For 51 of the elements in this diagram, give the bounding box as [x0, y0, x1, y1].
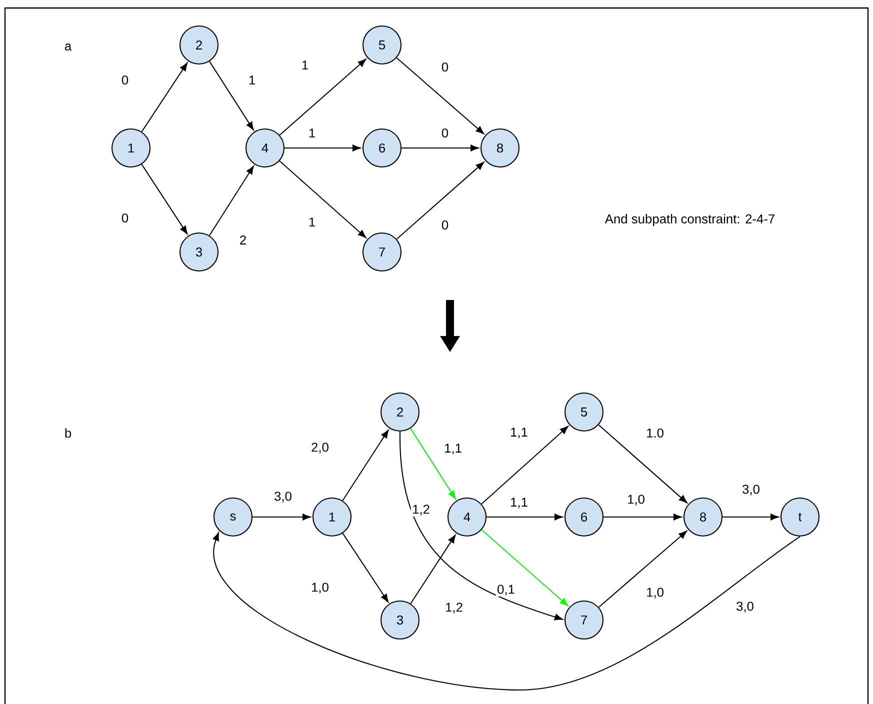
edge-label: 1,2: [444, 602, 464, 614]
arrow: [399, 432, 563, 620]
arrow: [481, 426, 568, 504]
edge-label: 1,1: [508, 496, 530, 510]
arrow: [598, 424, 688, 504]
edge-label: 1,1: [442, 442, 464, 456]
arrow: [396, 57, 484, 134]
edge-label: 2: [238, 234, 248, 246]
edge-label: 3,0: [272, 490, 294, 504]
arrow: [284, 144, 361, 152]
arrow: [141, 164, 188, 234]
edge-label: 1,0: [644, 586, 666, 600]
arrow: [481, 530, 568, 606]
edge-label: 2,0: [310, 442, 330, 454]
arrow: [279, 58, 366, 136]
arrow: [141, 62, 188, 132]
arrow: [396, 162, 484, 240]
edge-label: 1.0: [644, 427, 666, 439]
arrow: [486, 514, 563, 520]
arrow: [722, 514, 779, 520]
edge-label: 1: [307, 216, 317, 228]
edge-label: 1,0: [310, 582, 330, 594]
arrow: [279, 160, 366, 238]
note: And subpath constraint: 2-4-7: [604, 214, 774, 226]
edge-label: 3,0: [734, 600, 756, 614]
arrow: [342, 430, 389, 501]
arrow: [410, 534, 456, 604]
edge-label: 1: [247, 74, 257, 86]
edge-label: 3,0: [740, 484, 762, 496]
arrow: [604, 514, 682, 520]
edge-label: 1,0: [626, 494, 646, 506]
edge-label: 0: [440, 127, 450, 139]
arrow: [402, 144, 479, 152]
panel-letter: a: [64, 43, 72, 51]
edge-label: 0: [120, 74, 130, 86]
edge-label: 0,1: [496, 584, 516, 596]
edge-label: 1,1: [508, 426, 530, 440]
arrow: [410, 428, 456, 500]
edge-label: 0: [440, 219, 450, 231]
edge-label: 1: [300, 59, 310, 71]
edge-label: 1: [307, 127, 317, 139]
arrow: [598, 530, 688, 608]
edge-label: 0: [120, 212, 130, 224]
panel-letter: b: [65, 428, 72, 438]
arrow: [342, 533, 389, 602]
arrow: [212, 532, 800, 691]
arrow: [209, 61, 254, 130]
edge-label: 1,2: [410, 504, 432, 516]
edge-label: 0: [440, 61, 450, 73]
arrow: [209, 166, 254, 236]
arrow: [252, 514, 311, 520]
